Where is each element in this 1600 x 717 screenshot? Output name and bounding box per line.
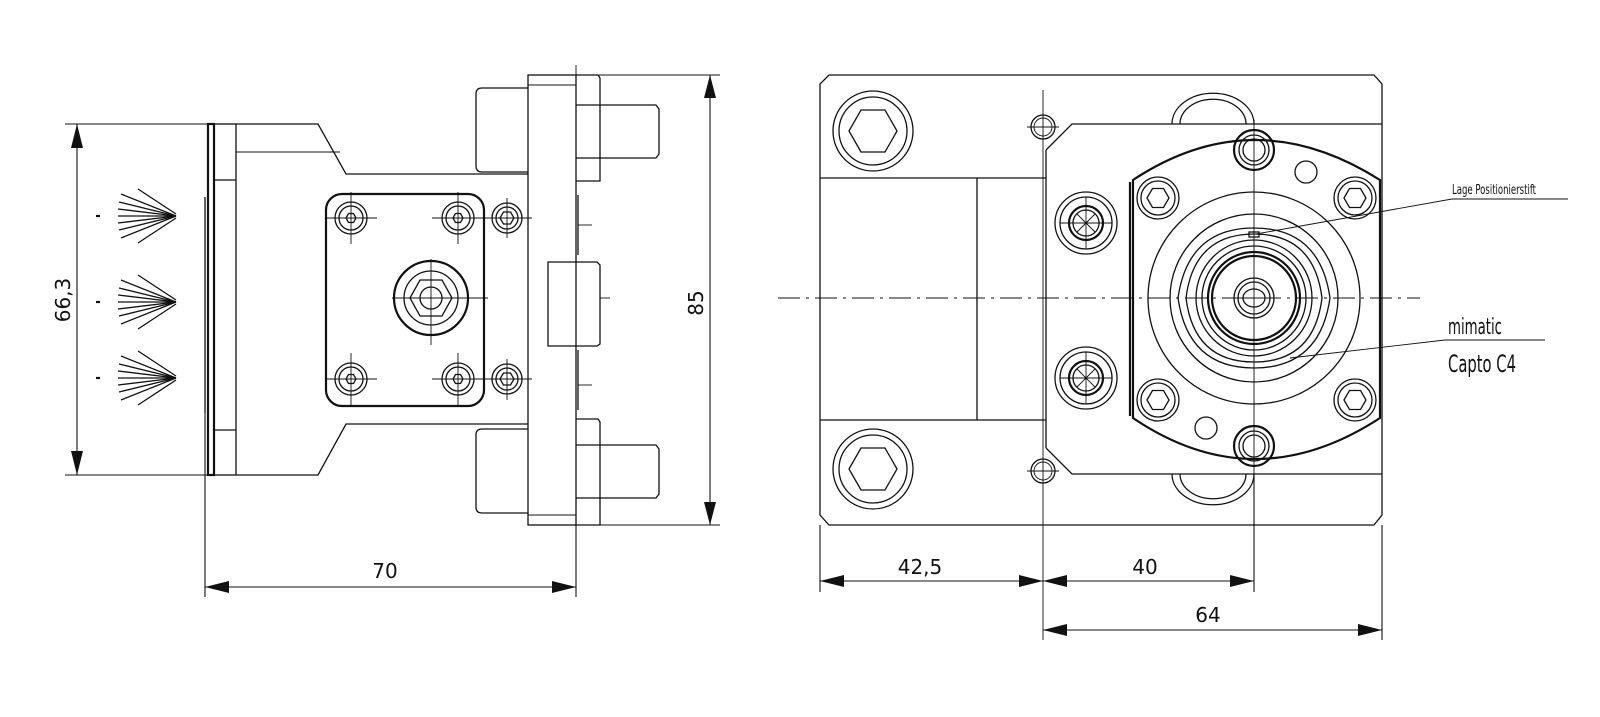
coolant-fitting-icon [1054, 346, 1118, 410]
dimension-right-width: 64 [1195, 603, 1220, 627]
front-view [778, 74, 1568, 640]
coolant-jet-icon [96, 350, 177, 406]
dimension-total-height: 85 [684, 290, 708, 315]
label-interface-type: Capto C4 [1448, 350, 1516, 378]
coolant-jet-icon [96, 188, 177, 244]
dimension-length: 70 [372, 559, 397, 583]
label-positioning-pin: Lage Positionierstift [1452, 183, 1536, 198]
dimension-left-offset: 42,5 [898, 555, 943, 579]
dimension-clamp-height: 66,3 [51, 278, 75, 323]
side-view [65, 65, 720, 597]
hex-bolt-icon [832, 90, 914, 172]
label-interface-brand: mimatic [1448, 315, 1502, 340]
coolant-fitting-icon [1054, 191, 1118, 255]
dimension-center-offset: 40 [1132, 555, 1157, 579]
hex-bolt-icon [832, 428, 914, 510]
coolant-jet-icon [96, 274, 177, 330]
